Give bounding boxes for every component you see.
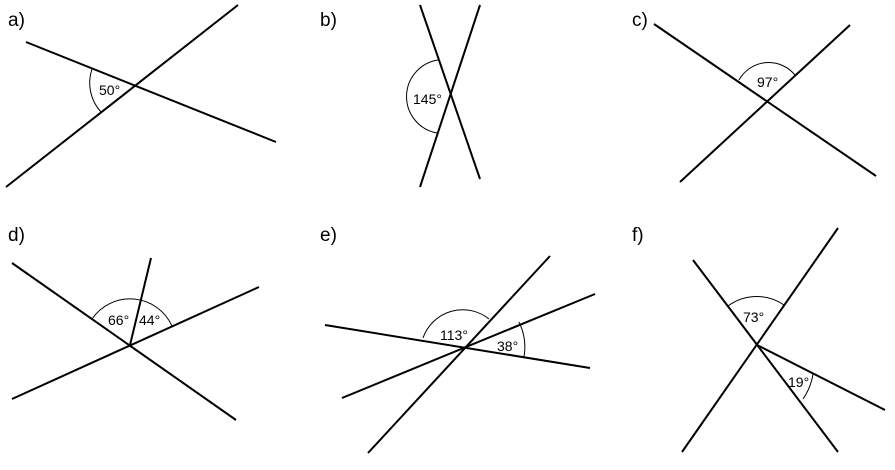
panel-e-angle-label-2: 38° xyxy=(497,338,518,354)
panel-d-angle-arc xyxy=(91,298,173,327)
panel-b-angle-label: 145° xyxy=(413,91,442,107)
panel-d-line-1 xyxy=(11,262,237,421)
panel-a-line-1 xyxy=(25,41,277,143)
panel-e: e) 113° 38° xyxy=(320,225,596,454)
panel-b: b) 145° xyxy=(320,4,481,188)
panel-c-line-1 xyxy=(653,23,877,177)
panel-c-angle-label: 97° xyxy=(757,74,778,90)
panel-c-line-2 xyxy=(679,24,851,183)
panel-e-angle-label-1: 113° xyxy=(440,327,468,343)
panel-f-angle-arc-1 xyxy=(727,296,785,307)
panel-f-angle-label-1: 73° xyxy=(743,309,764,325)
panel-d: d) 66° 44° xyxy=(8,225,260,421)
panel-e-line-1 xyxy=(324,324,591,369)
panel-c-angle-arc xyxy=(738,62,796,81)
panel-f-angle-label-2: 19° xyxy=(788,374,809,390)
panel-a: a) 50° xyxy=(5,4,277,188)
panel-b-label: b) xyxy=(320,10,337,31)
panel-a-angle-label: 50° xyxy=(99,82,120,98)
panel-b-line-1 xyxy=(419,4,481,180)
panel-f-line-3 xyxy=(756,344,886,411)
panel-a-label: a) xyxy=(8,10,25,31)
panel-e-line-2 xyxy=(341,293,596,399)
panel-c-label: c) xyxy=(632,10,648,31)
panel-d-angle-label-1: 66° xyxy=(108,312,129,328)
panel-d-label: d) xyxy=(8,225,25,246)
panel-e-angle-arc-1 xyxy=(422,309,490,339)
panel-d-line-3 xyxy=(129,257,152,346)
panel-b-angle-arc xyxy=(406,59,439,134)
panel-a-angle-arc xyxy=(89,68,102,113)
panel-f: f) 73° 19° xyxy=(632,225,886,453)
panel-f-line-2 xyxy=(681,227,839,453)
panel-d-line-2 xyxy=(11,286,260,400)
panel-f-label: f) xyxy=(632,225,644,246)
panel-f-angle-arc-2 xyxy=(802,373,814,400)
panel-e-angle-arc-2 xyxy=(518,321,526,358)
panel-f-line-1 xyxy=(692,259,839,453)
panel-b-line-2 xyxy=(419,4,481,188)
panel-e-label: e) xyxy=(320,225,337,246)
panel-c: c) 97° xyxy=(632,10,877,183)
panel-e-line-3 xyxy=(367,255,551,454)
panel-d-angle-label-2: 44° xyxy=(139,312,160,328)
panel-a-line-2 xyxy=(5,4,239,188)
